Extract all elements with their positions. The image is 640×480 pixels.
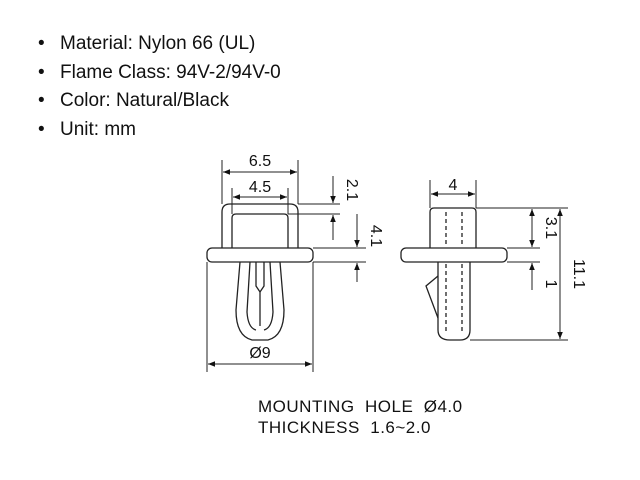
thickness-note: THICKNESS 1.6~2.0 [258,418,431,437]
front-leg-inner-left [246,261,257,331]
bullet: • [38,118,45,140]
bullet: • [38,33,45,54]
front-leg-right [260,261,285,341]
spec-material: • Material: Nylon 66 (UL) [38,30,281,59]
spec-material-text: Material: Nylon 66 (UL) [60,33,256,54]
bullet: • [38,90,45,111]
front-center-slot [255,262,265,294]
front-dimensions [206,160,366,372]
dim-6-5-label: 6.5 [249,153,271,170]
bullet: • [38,61,45,83]
spec-unit-text: Unit: mm [60,118,136,140]
side-barb [425,275,439,319]
dim-4-5-label: 4.5 [249,179,271,196]
spec-color-text: Color: Natural/Black [60,90,229,111]
front-loop-inner [231,213,289,248]
side-head [429,207,477,248]
spec-list: • Material: Nylon 66 (UL) • Flame Class: 9… [38,30,281,144]
side-dimensions [429,180,568,341]
side-flange [400,247,508,263]
front-leg-inner-right [263,261,274,331]
spec-color: • Color: Natural/Black [38,87,281,116]
dim-4-label: 4 [449,177,458,194]
front-leg-left [235,261,260,341]
dim-2-1-label: 2.1 [343,179,360,201]
front-loop-outer [221,203,299,248]
dim-11-1-label: 11.1 [570,259,587,289]
side-view [400,207,508,341]
mounting-notes: MOUNTING HOLE Ø4.0 THICKNESS 1.6~2.0 [258,396,463,438]
front-flange [206,247,314,263]
dim-d9-label: Ø9 [249,345,270,362]
dim-1-label: 1 [542,280,559,289]
side-shank [437,262,471,341]
spec-unit: • Unit: mm [38,116,281,145]
side-hidden-line [445,212,463,332]
dim-4-1-label: 4.1 [367,225,384,247]
mounting-hole-note: MOUNTING HOLE Ø4.0 [258,397,463,416]
dim-3-1-label: 3.1 [542,217,559,239]
front-view [206,203,314,341]
spec-flame-class-text: Flame Class: 94V-2/94V-0 [60,61,281,83]
spec-flame-class: • Flame Class: 94V-2/94V-0 [38,59,281,88]
